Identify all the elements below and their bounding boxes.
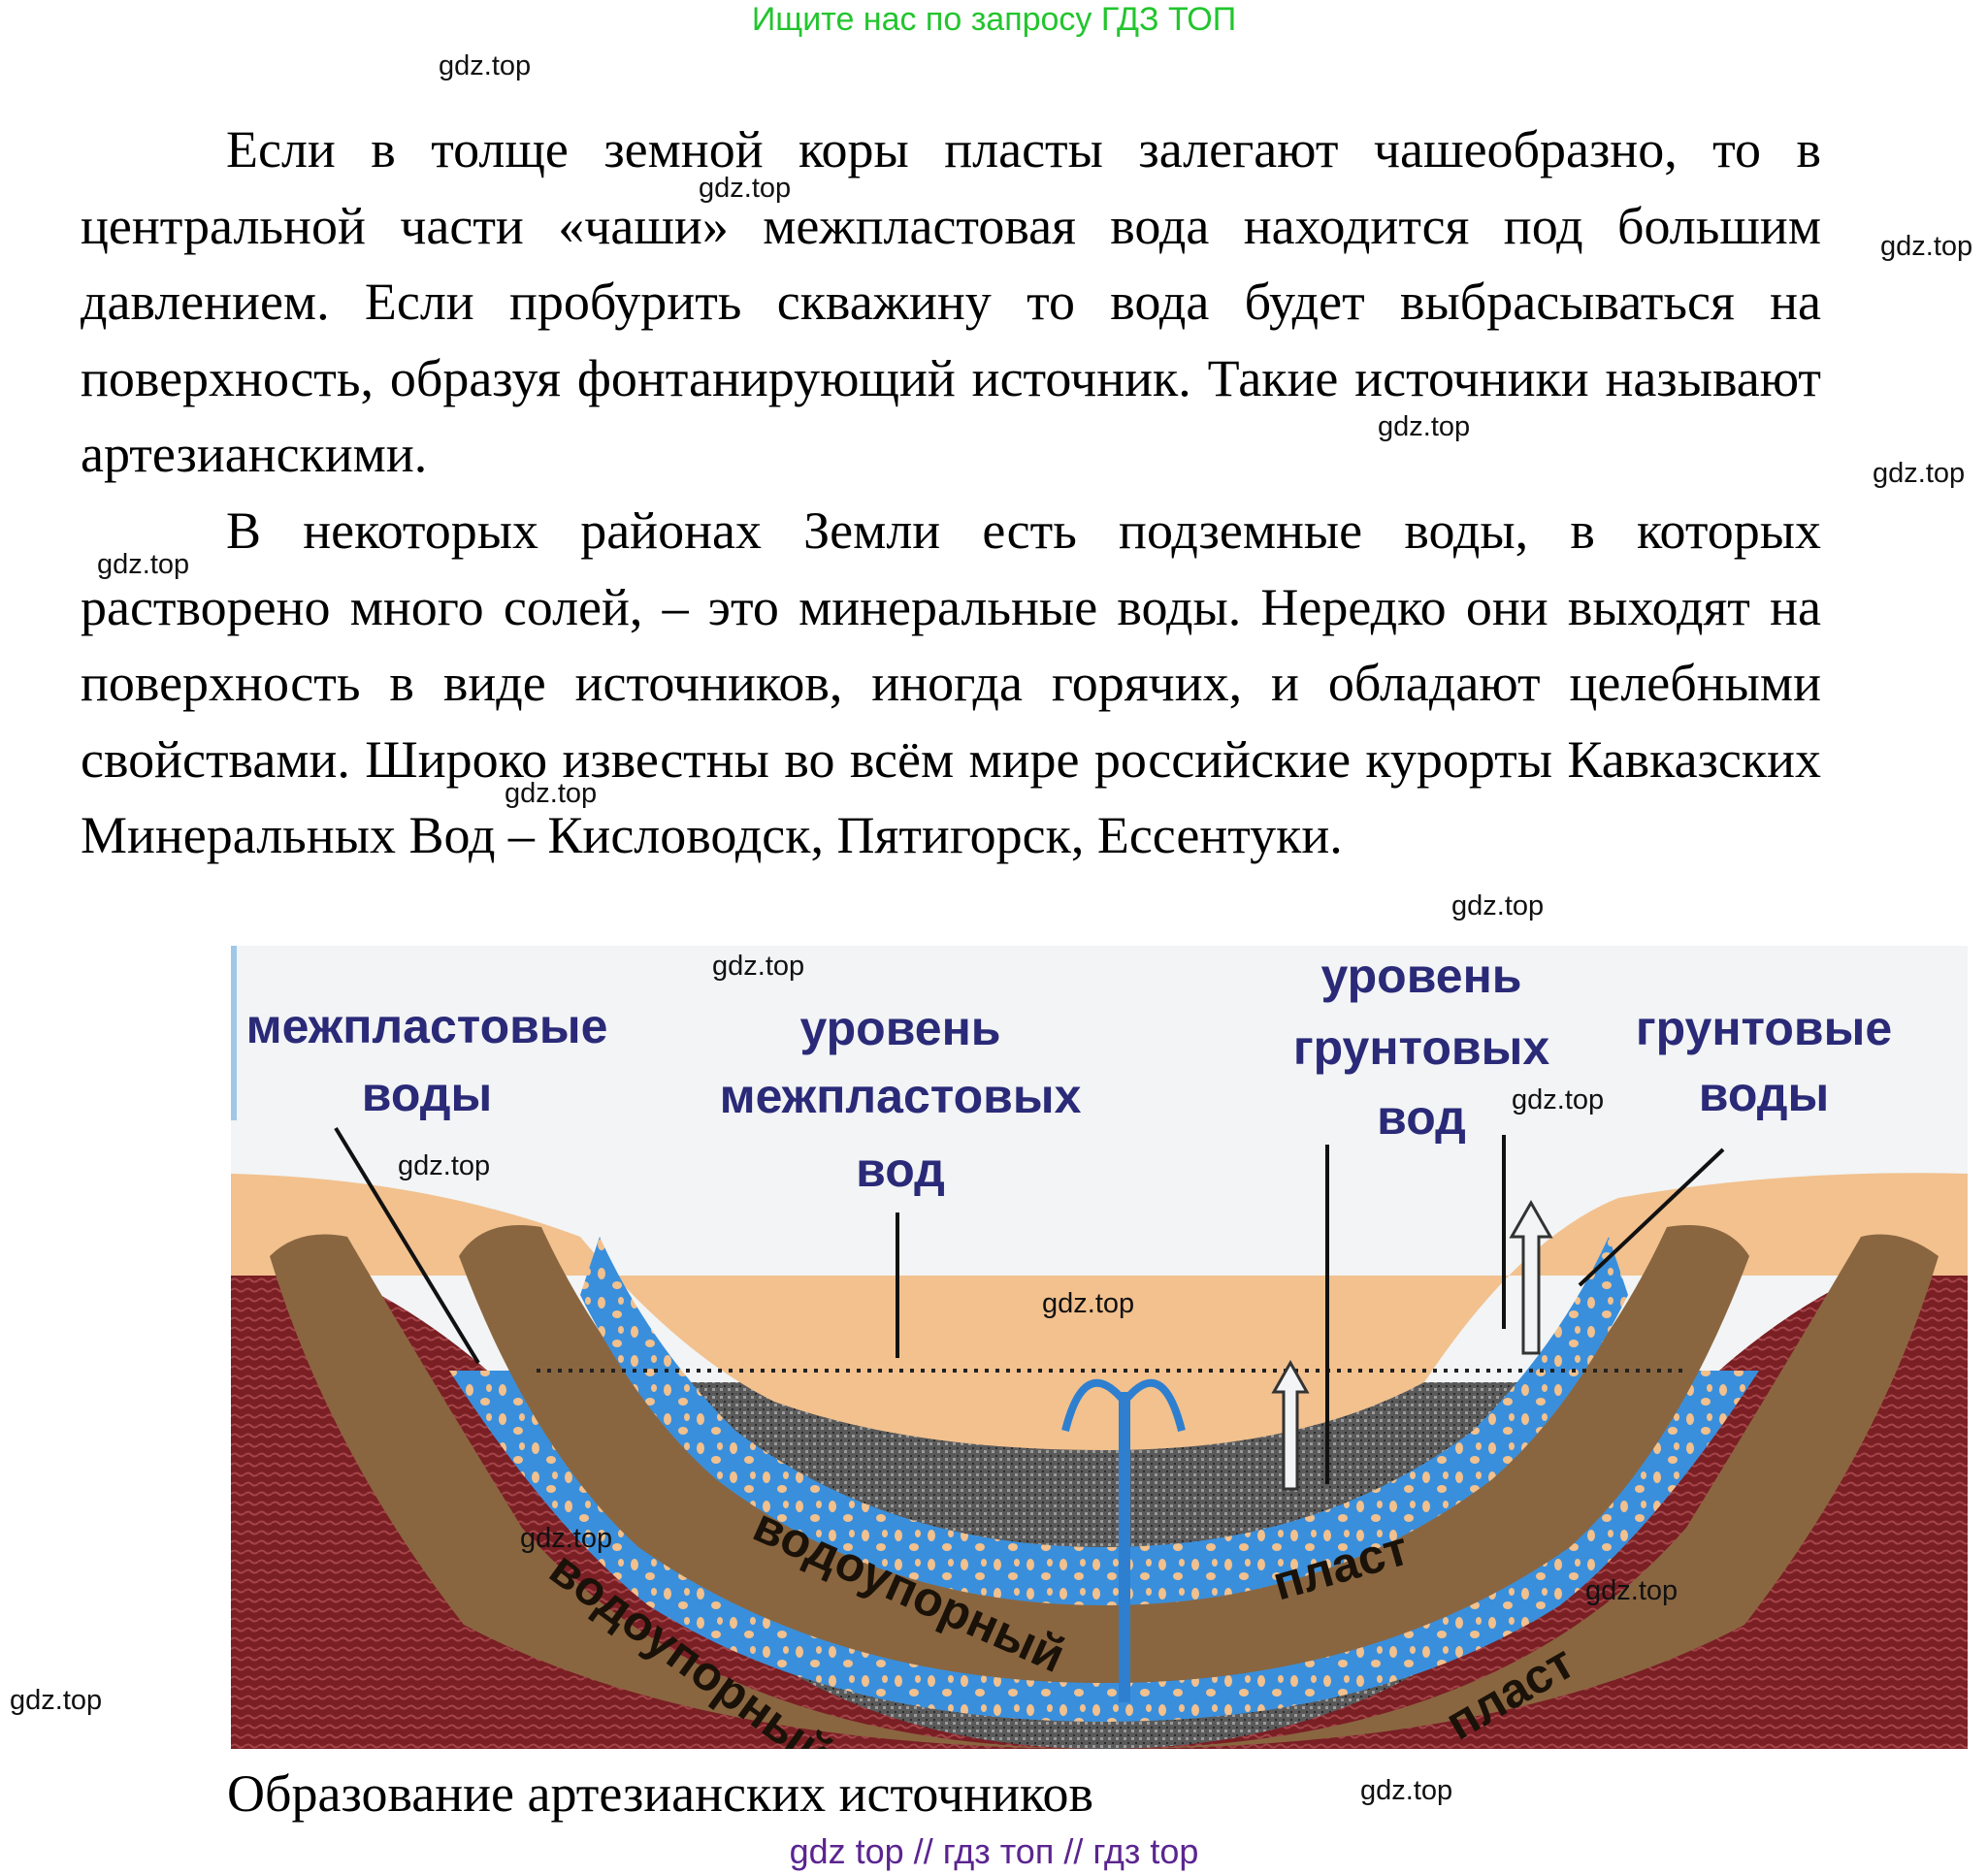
- watermark: gdz.top: [398, 1150, 491, 1181]
- label-ground-level-line1: уровень: [1320, 949, 1521, 1003]
- label-interlayer-level-line3: вод: [856, 1143, 945, 1197]
- watermark: gdz.top: [505, 778, 598, 809]
- paragraph-artesian: Если в толще земной коры пласты залегают…: [81, 112, 1821, 493]
- watermark: gdz.top: [712, 951, 805, 982]
- label-interlayer-level-line2: межпластовых: [720, 1069, 1082, 1123]
- watermark: gdz.top: [439, 50, 532, 81]
- watermark: gdz.top: [1512, 1084, 1605, 1115]
- search-hint-banner[interactable]: Ищите нас по запросу ГДЗ ТОП: [751, 1, 1237, 38]
- watermark: gdz.top: [1585, 1575, 1678, 1606]
- figure-caption: Образование артезианских источников: [227, 1764, 1093, 1823]
- watermark: gdz.top: [1451, 890, 1545, 921]
- paragraph-mineral-waters: В некоторых районах Земли есть подземные…: [81, 493, 1821, 874]
- label-ground-waters-line2: воды: [1699, 1067, 1829, 1121]
- watermark: gdz.top: [520, 1523, 613, 1554]
- label-interlayer-waters-line1: межпластовые: [246, 999, 608, 1053]
- watermark: gdz.top: [1042, 1288, 1135, 1319]
- label-ground-level-line2: грунтовых: [1293, 1020, 1550, 1075]
- label-ground-level-line3: вод: [1377, 1090, 1466, 1145]
- label-interlayer-waters-line2: воды: [362, 1067, 492, 1121]
- watermark: gdz.top: [97, 549, 190, 580]
- paragraph-1-text: Если в толще земной коры пласты залегают…: [81, 120, 1821, 483]
- label-ground-waters-line1: грунтовые: [1636, 1001, 1892, 1055]
- watermark: gdz.top: [699, 173, 792, 204]
- artesian-diagram: межпластовые воды уровень межпластовых в…: [231, 946, 1968, 1749]
- watermark: gdz.top: [1360, 1775, 1453, 1806]
- watermark: gdz.top: [1880, 231, 1973, 262]
- watermark: gdz.top: [1378, 411, 1471, 442]
- footer-watermark[interactable]: gdz top // гдз топ // гдз top: [789, 1831, 1199, 1871]
- paragraph-2-text: В некоторых районах Земли есть подземные…: [81, 501, 1821, 864]
- artesian-diagram-svg: межпластовые воды уровень межпластовых в…: [231, 946, 1968, 1749]
- watermark: gdz.top: [1873, 458, 1966, 489]
- watermark: gdz.top: [10, 1685, 103, 1716]
- label-interlayer-level-line1: уровень: [799, 1001, 1000, 1055]
